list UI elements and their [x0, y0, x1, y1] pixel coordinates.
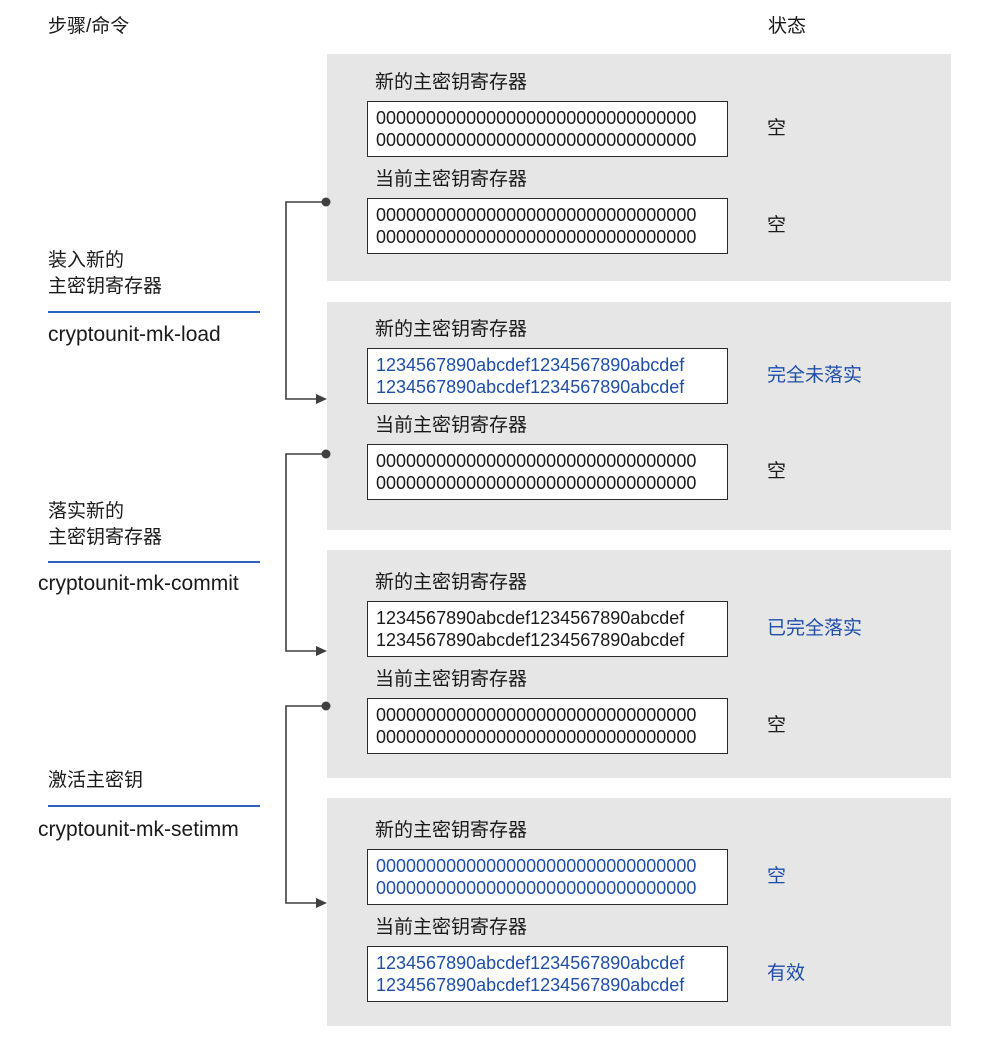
step-title-activate: 激活主密钥: [48, 768, 143, 794]
step-title-line: 主密钥寄存器: [48, 527, 163, 548]
register-current-master-key: 当前主密钥寄存器 0000000000000000000000000000000…: [367, 415, 927, 500]
register-status: 有效: [767, 963, 806, 984]
register-status: 空: [767, 118, 787, 139]
register-new-master-key: 新的主密钥寄存器 0000000000000000000000000000000…: [367, 820, 927, 905]
step-title-line: 主密钥寄存器: [48, 276, 163, 297]
arrowhead-right-icon: [316, 898, 327, 908]
register-label: 当前主密钥寄存器: [375, 169, 528, 190]
register-new-master-key: 新的主密钥寄存器 1234567890abcdef1234567890abcde…: [367, 572, 927, 657]
connector-load: [285, 197, 331, 404]
connector-line: [285, 705, 326, 904]
register-value-line: 1234567890abcdef1234567890abcdef: [376, 630, 685, 650]
register-status: 空: [767, 461, 787, 482]
step-divider: [48, 561, 260, 563]
register-new-master-key: 新的主密钥寄存器 1234567890abcdef1234567890abcde…: [367, 319, 927, 404]
register-status: 空: [767, 866, 787, 887]
connector-line: [285, 453, 326, 652]
register-value-box: 00000000000000000000000000000000 0000000…: [367, 444, 728, 500]
step-divider: [48, 311, 260, 313]
register-label: 新的主密钥寄存器: [375, 319, 528, 340]
step-title-load: 装入新的 主密钥寄存器: [48, 248, 162, 300]
register-value-line: 1234567890abcdef1234567890abcdef: [376, 953, 685, 973]
register-status: 完全未落实: [767, 365, 863, 386]
register-value-box: 00000000000000000000000000000000 0000000…: [367, 849, 728, 905]
register-label: 新的主密钥寄存器: [375, 572, 528, 593]
connector-setimm: [285, 701, 331, 908]
register-value-box: 00000000000000000000000000000000 0000000…: [367, 101, 728, 157]
register-status: 已完全落实: [767, 618, 863, 639]
register-value-box: 1234567890abcdef1234567890abcdef 1234567…: [367, 946, 728, 1002]
register-label: 新的主密钥寄存器: [375, 72, 528, 93]
register-value-line: 1234567890abcdef1234567890abcdef: [376, 377, 685, 397]
register-label: 当前主密钥寄存器: [375, 415, 528, 436]
register-label: 当前主密钥寄存器: [375, 917, 528, 938]
register-value-box: 1234567890abcdef1234567890abcdef 1234567…: [367, 601, 728, 657]
register-value-line: 00000000000000000000000000000000: [376, 205, 697, 225]
arrowhead-right-icon: [316, 646, 327, 656]
register-new-master-key: 新的主密钥寄存器 0000000000000000000000000000000…: [367, 72, 927, 157]
connector-line: [285, 201, 326, 400]
register-value-box: 00000000000000000000000000000000 0000000…: [367, 698, 728, 754]
step-title-commit: 落实新的 主密钥寄存器: [48, 499, 162, 551]
register-value-line: 1234567890abcdef1234567890abcdef: [376, 608, 685, 628]
register-value-line: 00000000000000000000000000000000: [376, 451, 697, 471]
step-title-line: 装入新的: [48, 250, 125, 271]
step-divider: [48, 805, 260, 807]
step-command-header: 步骤/命令: [48, 16, 130, 37]
register-current-master-key: 当前主密钥寄存器 0000000000000000000000000000000…: [367, 169, 927, 254]
register-value-line: 00000000000000000000000000000000: [376, 227, 697, 247]
register-value-box: 1234567890abcdef1234567890abcdef 1234567…: [367, 348, 728, 404]
register-value-line: 00000000000000000000000000000000: [376, 473, 697, 493]
register-current-master-key: 当前主密钥寄存器 0000000000000000000000000000000…: [367, 669, 927, 754]
register-value-line: 00000000000000000000000000000000: [376, 878, 697, 898]
register-value-line: 00000000000000000000000000000000: [376, 705, 697, 725]
register-status: 空: [767, 715, 787, 736]
command-mk-load: cryptounit-mk-load: [48, 323, 221, 346]
register-value-line: 00000000000000000000000000000000: [376, 130, 697, 150]
register-value-line: 00000000000000000000000000000000: [376, 727, 697, 747]
register-value-line: 00000000000000000000000000000000: [376, 108, 697, 128]
command-mk-commit: cryptounit-mk-commit: [38, 572, 239, 595]
step-title-line: 落实新的: [48, 501, 125, 522]
arrowhead-right-icon: [316, 394, 327, 404]
register-value-line: 00000000000000000000000000000000: [376, 856, 697, 876]
register-status: 空: [767, 215, 787, 236]
register-value-line: 1234567890abcdef1234567890abcdef: [376, 975, 685, 995]
register-value-line: 1234567890abcdef1234567890abcdef: [376, 355, 685, 375]
register-current-master-key: 当前主密钥寄存器 1234567890abcdef1234567890abcde…: [367, 917, 927, 1002]
step-title-line: 激活主密钥: [48, 770, 144, 791]
connector-commit: [285, 449, 331, 656]
register-value-box: 00000000000000000000000000000000 0000000…: [367, 198, 728, 254]
status-header: 状态: [768, 16, 807, 37]
register-label: 新的主密钥寄存器: [375, 820, 528, 841]
command-mk-setimm: cryptounit-mk-setimm: [38, 818, 239, 841]
register-label: 当前主密钥寄存器: [375, 669, 528, 690]
